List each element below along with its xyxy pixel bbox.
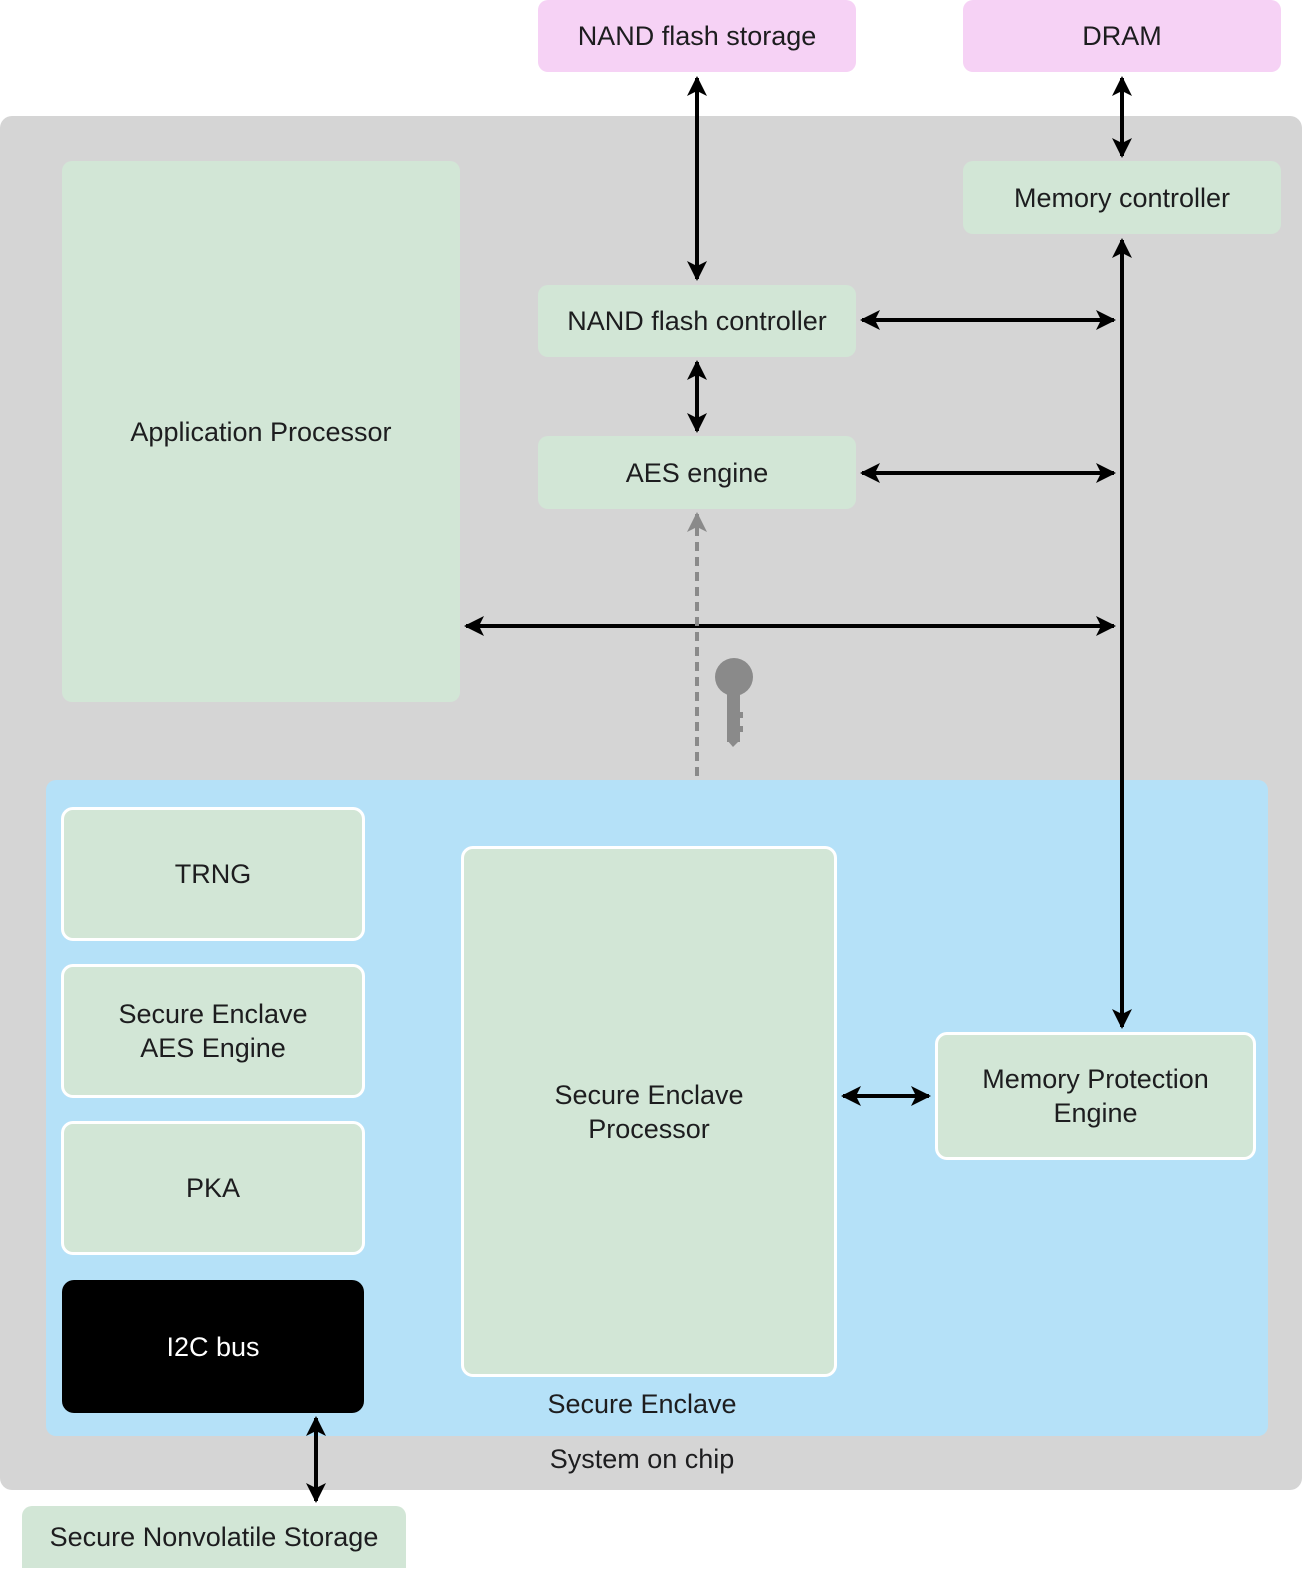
trng-box: TRNG <box>61 807 365 941</box>
application-processor-box: Application Processor <box>62 161 460 702</box>
dram-box: DRAM <box>963 0 1281 72</box>
nand-flash-controller-box: NAND flash controller <box>538 285 856 357</box>
i2c-bus-box: I2C bus <box>62 1280 364 1413</box>
memory-controller-box: Memory controller <box>963 161 1281 234</box>
secure-enclave-aes-engine-box: Secure Enclave AES Engine <box>61 964 365 1098</box>
system-on-chip-label: System on chip <box>549 1444 735 1474</box>
key-icon <box>715 658 753 747</box>
memory-protection-engine-box: Memory Protection Engine <box>935 1032 1256 1160</box>
pka-box: PKA <box>61 1121 365 1255</box>
secure-enclave-processor-box: Secure Enclave Processor <box>461 846 837 1377</box>
nand-flash-storage-box: NAND flash storage <box>538 0 856 72</box>
secure-enclave-label: Secure Enclave <box>547 1389 737 1419</box>
secure-nonvolatile-storage-box: Secure Nonvolatile Storage <box>22 1506 406 1568</box>
aes-engine-box: AES engine <box>538 436 856 509</box>
